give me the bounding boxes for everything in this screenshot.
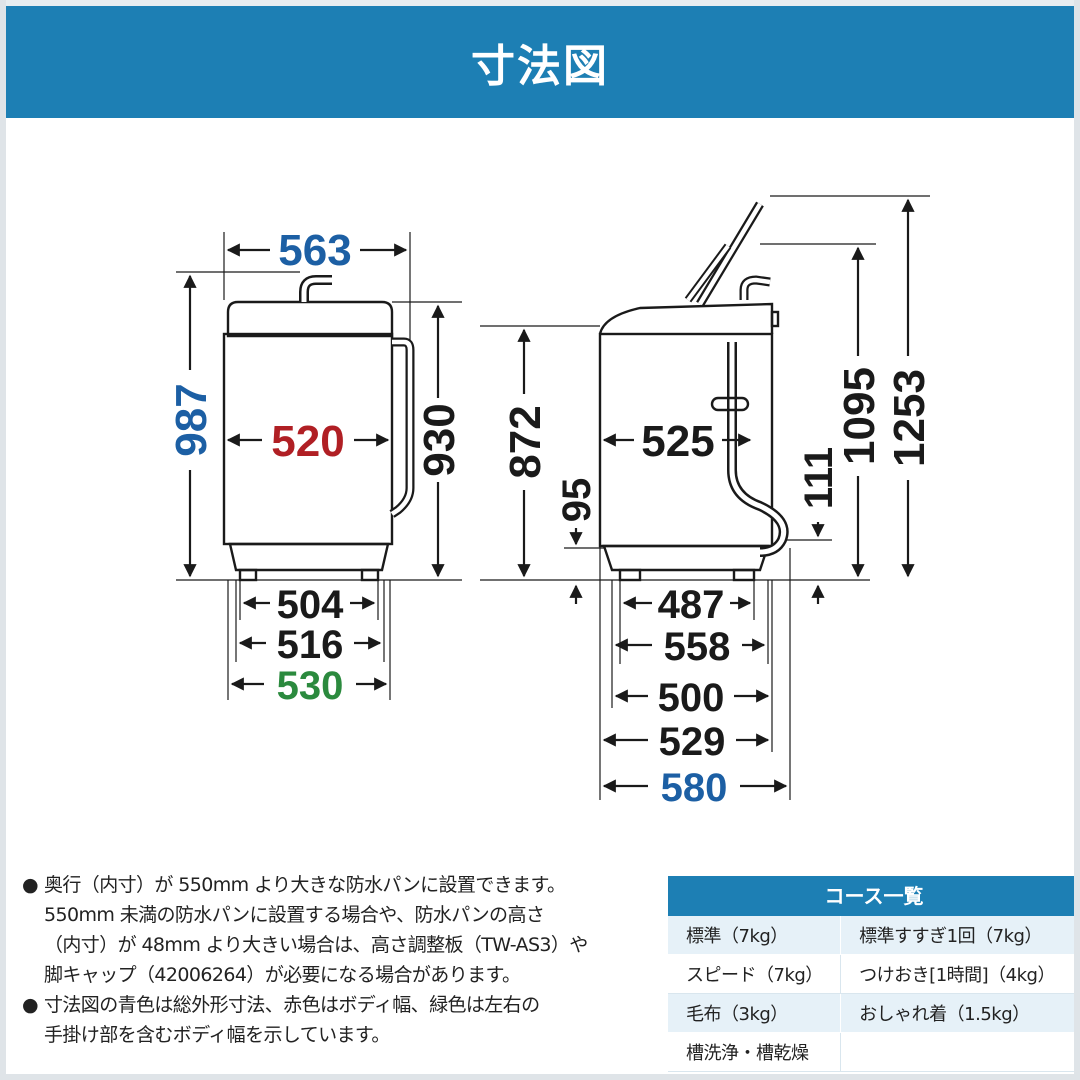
course-cell: スピード（7kg） xyxy=(668,954,842,994)
front-view-dimension-lines xyxy=(183,243,445,691)
dim-500: 500 xyxy=(658,676,725,720)
course-list-panel: コース一覧 標準（7kg） 標準すすぎ1回（7kg） スピード（7kg） つけお… xyxy=(668,876,1080,1072)
side-view-machine xyxy=(598,201,789,582)
dim-1253: 1253 xyxy=(885,369,934,467)
dim-111: 111 xyxy=(797,447,841,509)
dim-95: 95 xyxy=(555,478,599,523)
bullet-icon: ● xyxy=(22,994,39,1016)
table-row: 槽洗浄・槽乾燥 xyxy=(668,1032,1080,1072)
dim-525: 525 xyxy=(641,417,714,466)
bullet-icon: ● xyxy=(22,874,39,896)
side-view-dimension-lines xyxy=(517,198,915,793)
note-item: ● 寸法図の青色は総外形寸法、赤色はボディ幅、緑色は左右の 手掛け部を含むボディ… xyxy=(22,990,652,1050)
side-view-extension-lines xyxy=(480,195,930,800)
course-cell: 槽洗浄・槽乾燥 xyxy=(668,1032,842,1072)
dim-563: 563 xyxy=(278,226,351,275)
front-view-extension-lines xyxy=(176,232,462,700)
dim-1095: 1095 xyxy=(835,367,884,465)
course-list-title: コース一覧 xyxy=(668,876,1080,916)
dim-558: 558 xyxy=(664,625,731,669)
note-item: ● 奥行（内寸）が 550mm より大きな防水パンに設置できます。 550mm … xyxy=(22,870,652,990)
dim-504: 504 xyxy=(277,583,344,627)
dim-930: 930 xyxy=(415,403,464,476)
dim-520: 520 xyxy=(271,417,344,466)
course-cell: 毛布（3kg） xyxy=(668,993,842,1033)
course-cell: つけおき[1時間]（4kg） xyxy=(840,954,1080,994)
dim-872: 872 xyxy=(501,405,550,478)
note-text: 寸法図の青色は総外形寸法、赤色はボディ幅、緑色は左右の 手掛け部を含むボディ幅を… xyxy=(44,994,540,1046)
course-cell: 標準（7kg） xyxy=(668,916,842,955)
dim-987: 987 xyxy=(167,383,216,456)
dim-530: 530 xyxy=(277,664,344,708)
course-cell xyxy=(840,1032,1080,1072)
table-row: 標準（7kg） 標準すすぎ1回（7kg） xyxy=(668,916,1080,955)
installation-notes: ● 奥行（内寸）が 550mm より大きな防水パンに設置できます。 550mm … xyxy=(22,870,652,1050)
dimension-labels: 563 520 987 930 504 516 530 872 95 525 1… xyxy=(167,226,934,810)
table-row: スピード（7kg） つけおき[1時間]（4kg） xyxy=(668,954,1080,994)
course-list-table: 標準（7kg） 標準すすぎ1回（7kg） スピード（7kg） つけおき[1時間]… xyxy=(668,916,1080,1072)
course-cell: 標準すすぎ1回（7kg） xyxy=(840,916,1080,955)
dimension-diagram: 563 520 987 930 504 516 530 872 95 525 1… xyxy=(167,195,934,810)
dim-580: 580 xyxy=(661,766,728,810)
note-text: 奥行（内寸）が 550mm より大きな防水パンに設置できます。 550mm 未満… xyxy=(44,874,588,986)
page-title: 寸法図 xyxy=(471,41,609,92)
dim-516: 516 xyxy=(277,623,344,667)
dim-487: 487 xyxy=(658,583,725,627)
front-view-machine xyxy=(222,275,415,582)
table-row: 毛布（3kg） おしゃれ着（1.5kg） xyxy=(668,993,1080,1033)
dim-529: 529 xyxy=(659,720,726,764)
title-bar: 寸法図 xyxy=(0,0,1080,118)
course-cell: おしゃれ着（1.5kg） xyxy=(840,993,1080,1033)
